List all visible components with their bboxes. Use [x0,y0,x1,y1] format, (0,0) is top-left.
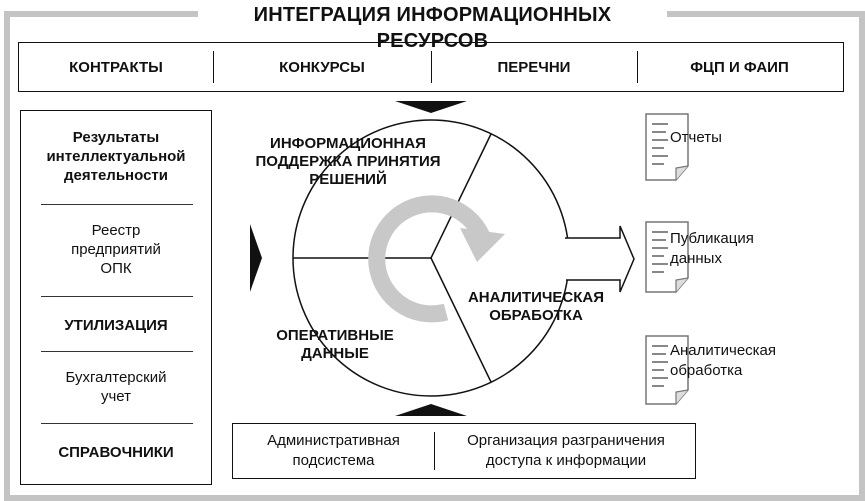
divider-top [430,133,492,259]
source-programs: ФЦП И ФАИП [637,43,842,91]
resource-ip-results: Результаты интеллектуальной деятельности [46,128,186,184]
resource-separator [41,351,193,352]
resource-utilization: УТИЛИЗАЦИЯ [64,316,168,334]
document-icon [645,221,689,293]
right-triangle-marker [250,224,262,292]
down-triangle-marker [395,101,467,113]
up-triangle-marker [395,404,467,416]
divider-bottom [430,257,492,383]
cycle-arrow-icon [368,195,491,323]
segment-decision-support: ИНФОРМАЦИОННАЯ ПОДДЕРЖКА ПРИНЯТИЯ РЕШЕНИ… [255,135,441,188]
segment-operational-data: ОПЕРАТИВНЫЕ ДАННЫЕ [276,327,394,362]
output-reports: Отчеты [670,129,722,146]
resource-separator [41,204,193,205]
source-lists: ПЕРЕЧНИ [431,43,637,91]
diagram-title: ИНТЕГРАЦИЯ ИНФОРМАЦИОННЫХ РЕСУРСОВ [198,2,667,52]
source-contracts: КОНТРАКТЫ [69,58,163,76]
output-publication: Публикация данных [670,230,754,267]
resource-directories: СПРАВОЧНИКИ [58,443,174,461]
admin-subsystem: Административная подсистема [267,432,400,469]
access-control: Организация разграничения доступа к инфо… [467,432,665,469]
output-analytics: Аналитическая обработка [670,342,777,379]
document-icon [645,335,689,405]
resource-enterprise-registry: Реестр предприятий ОПК [71,221,161,277]
sources-bar: КОНТРАКТЫ КОНКУРСЫ ПЕРЕЧНИ ФЦП И ФАИП [18,42,844,92]
resource-separator [41,296,193,297]
output-arrow [565,225,635,293]
resource-separator [41,423,193,424]
services-divider [434,432,435,470]
source-tenders: КОНКУРСЫ [213,43,431,91]
resource-accounting: Бухгалтерский учет [65,369,167,405]
cycle-arrowhead-icon [460,228,505,262]
segment-analytics: АНАЛИТИЧЕСКАЯ ОБРАБОТКА [467,289,605,324]
services-panel: Административная подсистема Организация … [232,423,696,479]
resources-panel: Результаты интеллектуальной деятельности… [20,110,212,485]
document-icon [645,113,689,181]
